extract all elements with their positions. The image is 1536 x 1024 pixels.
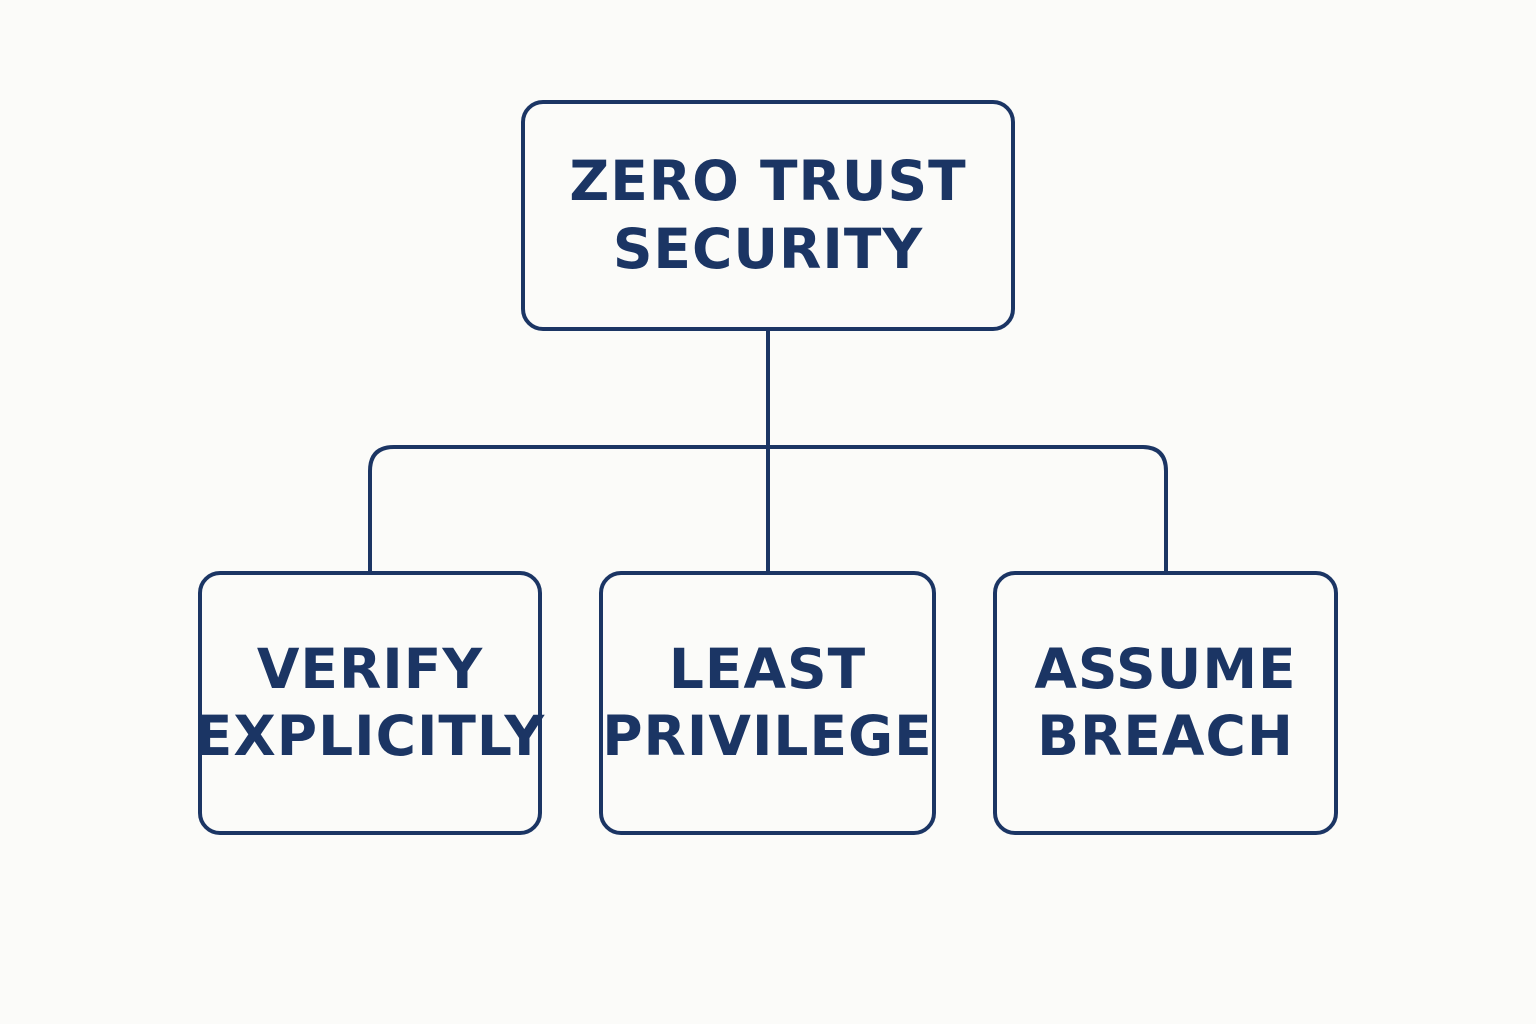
child-node-label-line-1: LEAST — [668, 636, 867, 701]
root-node-label-line-2: SECURITY — [612, 216, 924, 281]
child-node-least-privilege: LEAST PRIVILEGE — [599, 571, 936, 835]
connector-right-branch — [766, 445, 1168, 573]
child-node-label-line-2: BREACH — [1037, 704, 1294, 768]
child-node-assume-breach: ASSUME BREACH — [993, 571, 1338, 835]
child-node-verify-explicitly: VERIFY EXPLICITLY — [194, 571, 546, 835]
root-node-label-line-1: ZERO TRUST — [569, 149, 967, 214]
child-node-label-line-1: ASSUME — [1034, 636, 1297, 701]
child-node-label-line-2: EXPLICITLY — [194, 704, 546, 768]
root-node-zero-trust-security: ZERO TRUST SECURITY — [521, 100, 1015, 331]
child-node-label-line-2: PRIVILEGE — [602, 704, 933, 768]
connector-left-branch — [368, 445, 770, 573]
child-node-label-line-1: VERIFY — [256, 636, 484, 701]
